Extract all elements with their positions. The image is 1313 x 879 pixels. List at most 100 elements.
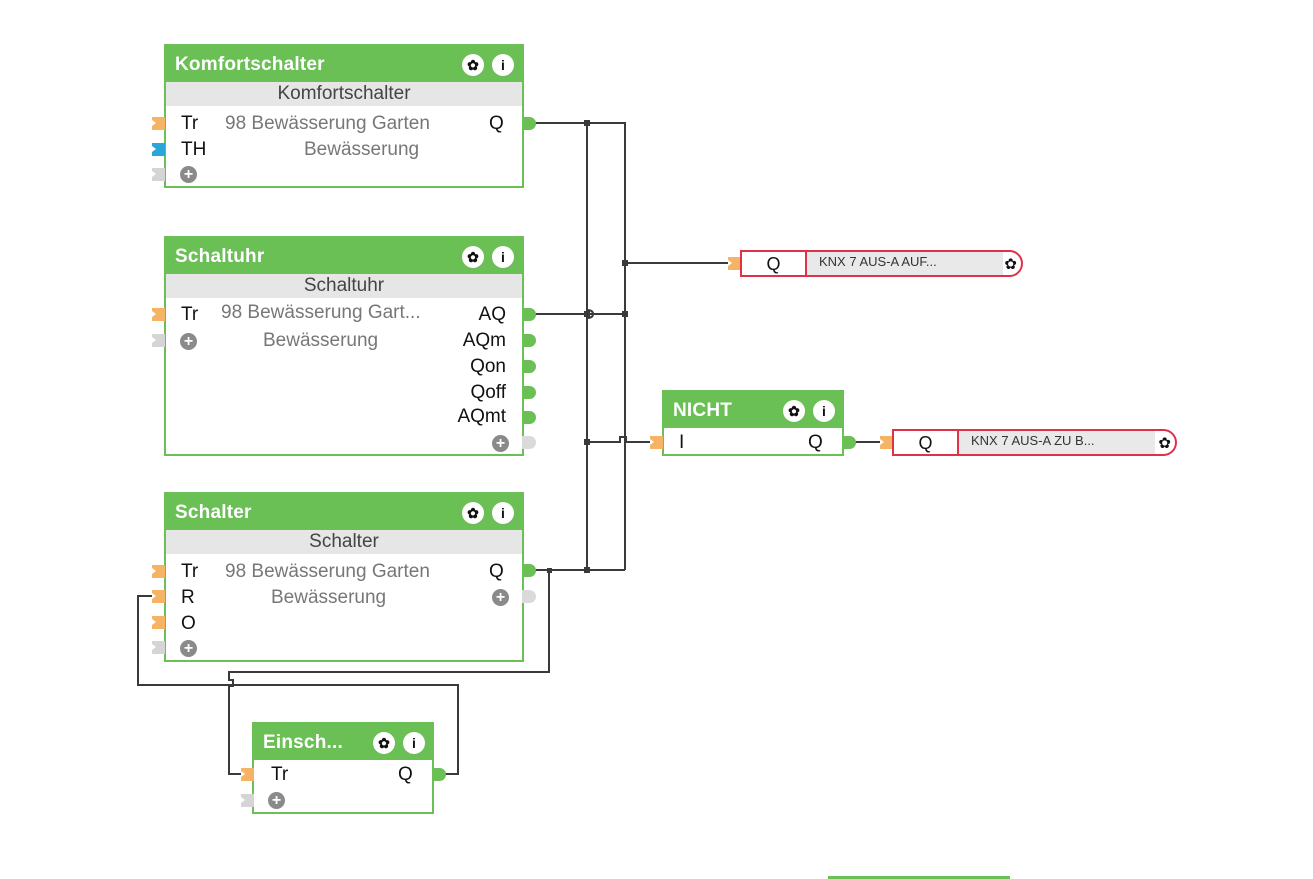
wire-einsch-to-schalter-r [137,595,459,775]
block-subtitle: Schaltuhr [166,274,522,298]
input-label-tr: Tr [271,764,289,785]
block-header[interactable]: Schalter ✿ i [166,494,522,530]
input-label-th: TH [181,139,207,160]
output-block-port: Q [742,252,807,275]
wire-junction [622,260,628,266]
block-komfortschalter[interactable]: Komfortschalter ✿ i Komfortschalter Tr T… [164,44,524,188]
info-line-1: 98 Bewässerung Gart... [221,302,421,323]
gear-icon[interactable]: ✿ [373,732,395,754]
wire-junction [622,311,628,317]
partial-block-edge [828,876,1010,879]
input-pin-add[interactable] [152,334,165,347]
info-icon[interactable]: i [403,732,425,754]
output-block-port: Q [894,431,959,454]
wire-schalter-to-einsch [228,570,550,775]
gear-icon[interactable]: ✿ [1004,256,1017,273]
block-title: NICHT [673,400,733,421]
wire-junction [584,439,590,445]
input-pin-tr[interactable] [152,565,165,578]
block-einsch[interactable]: Einsch... ✿ i Tr Q + [252,722,434,814]
add-output-icon[interactable]: + [492,589,509,606]
block-title: Einsch... [263,732,343,753]
output-label-q: Q [489,561,504,582]
wire-junction [547,568,552,573]
block-header[interactable]: Schaltuhr ✿ i [166,238,522,274]
output-pin-add[interactable] [522,436,536,449]
info-line-2: Bewässerung [271,587,387,608]
add-output-icon[interactable]: + [492,435,509,452]
info-icon[interactable]: i [492,246,514,268]
gear-icon[interactable]: ✿ [462,502,484,524]
output-pin-q[interactable] [432,768,446,781]
input-label-i: I [679,432,685,453]
output-pin-q[interactable] [842,436,856,449]
input-label-tr: Tr [181,304,199,325]
output-label-q: Q [489,113,504,134]
output-label-q: Q [398,764,413,785]
output-label-qoff: Qoff [470,382,506,403]
block-header[interactable]: Komfortschalter ✿ i [166,46,522,82]
block-subtitle: Komfortschalter [166,82,522,106]
input-label-o: O [181,613,196,634]
output-pin-q[interactable] [522,117,536,130]
output-label-aq: AQ [478,304,506,325]
wire-to-nicht [587,436,655,443]
input-pin-r[interactable] [152,590,165,603]
block-header[interactable]: Einsch... ✿ i [254,724,432,760]
output-pin-aqmt[interactable] [522,411,536,424]
block-header[interactable]: NICHT ✿ i [664,392,842,428]
input-pin-tr[interactable] [152,308,165,321]
output-label-qon: Qon [470,356,506,377]
add-input-icon[interactable]: + [180,166,197,183]
output-block-input-pin[interactable] [728,257,741,270]
info-line-1: 98 Bewässerung Garten [225,561,430,582]
add-input-icon[interactable]: + [268,792,285,809]
output-block-auf[interactable]: Q KNX 7 AUS-A AUF... ✿ [740,250,1023,277]
wire-junction [584,567,590,573]
input-pin-add[interactable] [152,641,165,654]
block-title: Schalter [175,502,252,523]
info-line-1: 98 Bewässerung Garten [225,113,430,134]
gear-icon[interactable]: ✿ [783,400,805,422]
info-icon[interactable]: i [492,502,514,524]
input-pin-o[interactable] [152,616,165,629]
input-pin-th[interactable] [152,143,165,156]
wire-bus-left [586,123,595,570]
input-pin-tr[interactable] [241,768,254,781]
output-pin-add[interactable] [522,590,536,603]
wire-junction [584,311,590,317]
output-label-aqm: AQm [462,330,506,351]
output-block-label: KNX 7 AUS-A ZU B... [959,431,1155,454]
block-schalter[interactable]: Schalter ✿ i Schalter Tr R O 98 Bewässer… [164,492,524,662]
info-icon[interactable]: i [492,54,514,76]
wire-junction [584,120,590,126]
input-pin-i[interactable] [650,436,663,449]
info-line-2: Bewässerung [304,139,420,160]
input-pin-tr[interactable] [152,117,165,130]
output-pin-qoff[interactable] [522,386,536,399]
info-icon[interactable]: i [813,400,835,422]
gear-icon[interactable]: ✿ [462,54,484,76]
output-pin-qon[interactable] [522,360,536,373]
gear-icon[interactable]: ✿ [462,246,484,268]
input-pin-add[interactable] [241,794,254,807]
input-label-tr: Tr [181,561,199,582]
output-pin-aq[interactable] [522,308,536,321]
output-block-label: KNX 7 AUS-A AUF... [807,252,1003,275]
input-pin-add[interactable] [152,168,165,181]
output-block-zu[interactable]: Q KNX 7 AUS-A ZU B... ✿ [892,429,1177,456]
output-block-input-pin[interactable] [880,436,893,449]
output-label-aqmt: AQmt [457,406,506,427]
block-nicht[interactable]: NICHT ✿ i I Q [662,390,844,456]
output-pin-aqm[interactable] [522,334,536,347]
add-input-icon[interactable]: + [180,640,197,657]
output-label-q: Q [808,432,823,453]
add-input-icon[interactable]: + [180,333,197,350]
block-schaltuhr[interactable]: Schaltuhr ✿ i Schaltuhr Tr 98 Bewässerun… [164,236,524,456]
info-line-2: Bewässerung [263,330,379,351]
wire-komfort-q [528,122,626,570]
gear-icon[interactable]: ✿ [1158,435,1171,452]
output-pin-q[interactable] [522,564,536,577]
block-subtitle: Schalter [166,530,522,554]
